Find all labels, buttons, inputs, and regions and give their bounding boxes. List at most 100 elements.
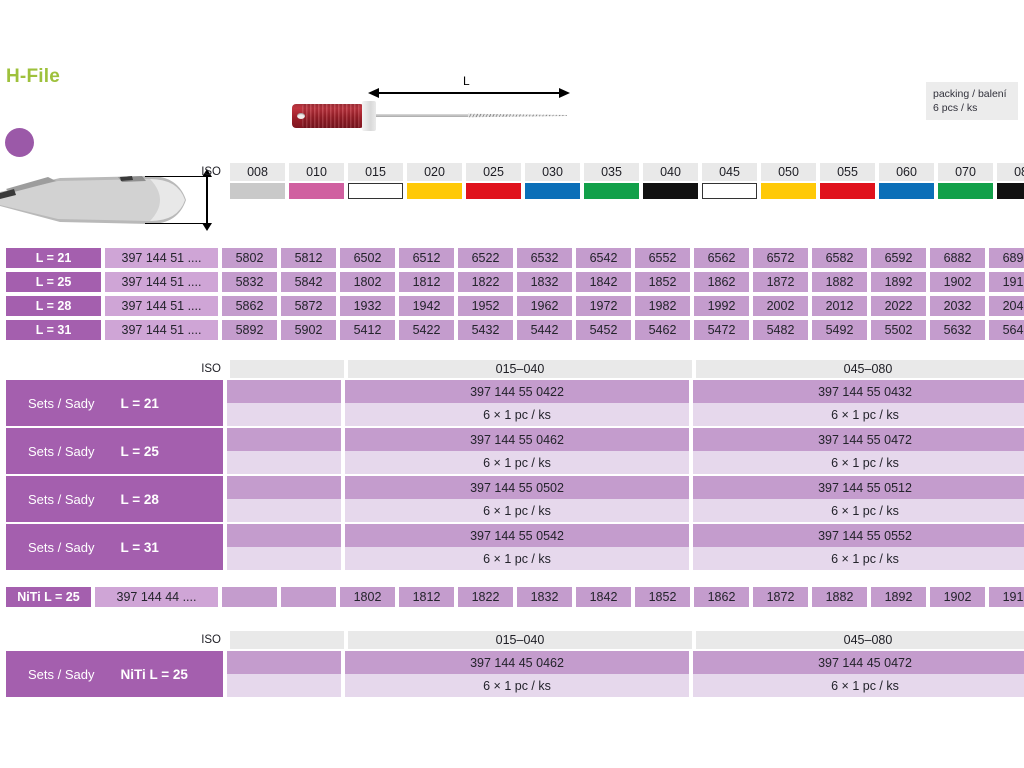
niti-cell-008	[222, 587, 277, 607]
spacer-bottom	[227, 403, 341, 426]
cell-value-008: 5892	[222, 320, 277, 340]
length-dimension-arrow	[368, 88, 570, 98]
spacer-cell	[230, 631, 344, 649]
niti-cell-050: 1872	[753, 587, 808, 607]
iso-color-swatch-070	[938, 183, 993, 199]
row-article-number: 397 144 51 ....	[105, 296, 218, 316]
page-title: H-File	[6, 66, 60, 87]
cell-value-020: 1812	[399, 272, 454, 292]
cell-value-055: 5492	[812, 320, 867, 340]
iso-size-header-040: 040	[643, 163, 698, 181]
cell-value-070: 5632	[930, 320, 985, 340]
cell-value-015: 6502	[340, 248, 395, 268]
sets-length: L = 25	[120, 443, 159, 459]
instrument-illustration: L	[292, 74, 570, 142]
handle-hole	[297, 113, 305, 119]
iso-size-header-070: 070	[938, 163, 993, 181]
swatch-fill	[643, 183, 698, 199]
cell-value-015: 1802	[340, 272, 395, 292]
iso-color-swatch-008	[230, 183, 285, 199]
cell-value-045: 6562	[694, 248, 749, 268]
cell-value-080: 5642	[989, 320, 1024, 340]
row-length-label: L = 21	[6, 248, 101, 268]
swatch-fill	[820, 183, 875, 199]
iso-color-swatch-080	[997, 183, 1024, 199]
row-length-label: L = 28	[6, 296, 101, 316]
iso-color-swatch-035	[584, 183, 639, 199]
spacer-top	[227, 428, 341, 451]
swatch-fill	[879, 183, 934, 199]
swatch-fill	[348, 183, 403, 199]
cell-value-055: 1882	[812, 272, 867, 292]
length-dimension-label: L	[463, 74, 470, 88]
cell-value-025: 1952	[458, 296, 513, 316]
set-article-a: 397 144 55 0422	[345, 380, 689, 403]
set-article-b: 397 144 55 0512	[693, 476, 1024, 499]
iso-size-header-055: 055	[820, 163, 875, 181]
row-article-number: 397 144 51 ....	[105, 248, 218, 268]
niti-cell-015: 1802	[340, 587, 395, 607]
cell-value-070: 2032	[930, 296, 985, 316]
cell-value-050: 1872	[753, 272, 808, 292]
iso-label: ISO	[201, 363, 221, 375]
set-quantity-a: 6 × 1 pc / ks	[345, 499, 689, 522]
row-article-number: 397 144 51 ....	[105, 320, 218, 340]
cell-value-010: 5812	[281, 248, 336, 268]
niti-set-article-a: 397 144 45 0462	[345, 651, 689, 674]
iso-size-header-030: 030	[525, 163, 580, 181]
iso-color-swatch-055	[820, 183, 875, 199]
cell-value-015: 5412	[340, 320, 395, 340]
set-article-b: 397 144 55 0432	[693, 380, 1024, 403]
sets-prefix: Sets / Sady	[28, 443, 95, 459]
spacer-bottom	[227, 547, 341, 570]
iso-color-swatch-060	[879, 183, 934, 199]
cell-value-025: 1822	[458, 272, 513, 292]
cell-value-050: 6572	[753, 248, 808, 268]
cell-value-060: 1892	[871, 272, 926, 292]
niti-cell-060: 1892	[871, 587, 926, 607]
niti-cell-010	[281, 587, 336, 607]
handle-graphic	[292, 104, 364, 128]
cell-value-060: 5502	[871, 320, 926, 340]
iso-color-swatch-030	[525, 183, 580, 199]
swatch-fill	[525, 183, 580, 199]
set-quantity-b: 6 × 1 pc / ks	[693, 403, 1024, 426]
group-range-b: 045–080	[696, 631, 1024, 649]
niti-cell-045: 1862	[694, 587, 749, 607]
iso-size-header-015: 015	[348, 163, 403, 181]
iso-label: ISO	[201, 166, 221, 178]
cell-value-040: 5462	[635, 320, 690, 340]
spacer-top	[227, 651, 341, 674]
iso-color-swatch-010	[289, 183, 344, 199]
cell-value-070: 1902	[930, 272, 985, 292]
handle-ridges	[302, 104, 360, 128]
group-range-a: 015–040	[348, 631, 692, 649]
packing-label: packing / balení	[933, 88, 1007, 100]
cell-value-030: 1832	[517, 272, 572, 292]
sets-length: L = 31	[120, 539, 159, 555]
group-range-a: 015–040	[348, 360, 692, 378]
cell-value-080: 2042	[989, 296, 1024, 316]
packing-info-box: packing / balení 6 pcs / ks	[926, 82, 1018, 120]
iso-size-header-025: 025	[466, 163, 521, 181]
niti-cell-070: 1902	[930, 587, 985, 607]
swatch-fill	[938, 183, 993, 199]
cell-value-010: 5842	[281, 272, 336, 292]
iso-size-header-050: 050	[761, 163, 816, 181]
iso-color-swatch-045	[702, 183, 757, 199]
cell-value-060: 6592	[871, 248, 926, 268]
row-length-label: L = 31	[6, 320, 101, 340]
